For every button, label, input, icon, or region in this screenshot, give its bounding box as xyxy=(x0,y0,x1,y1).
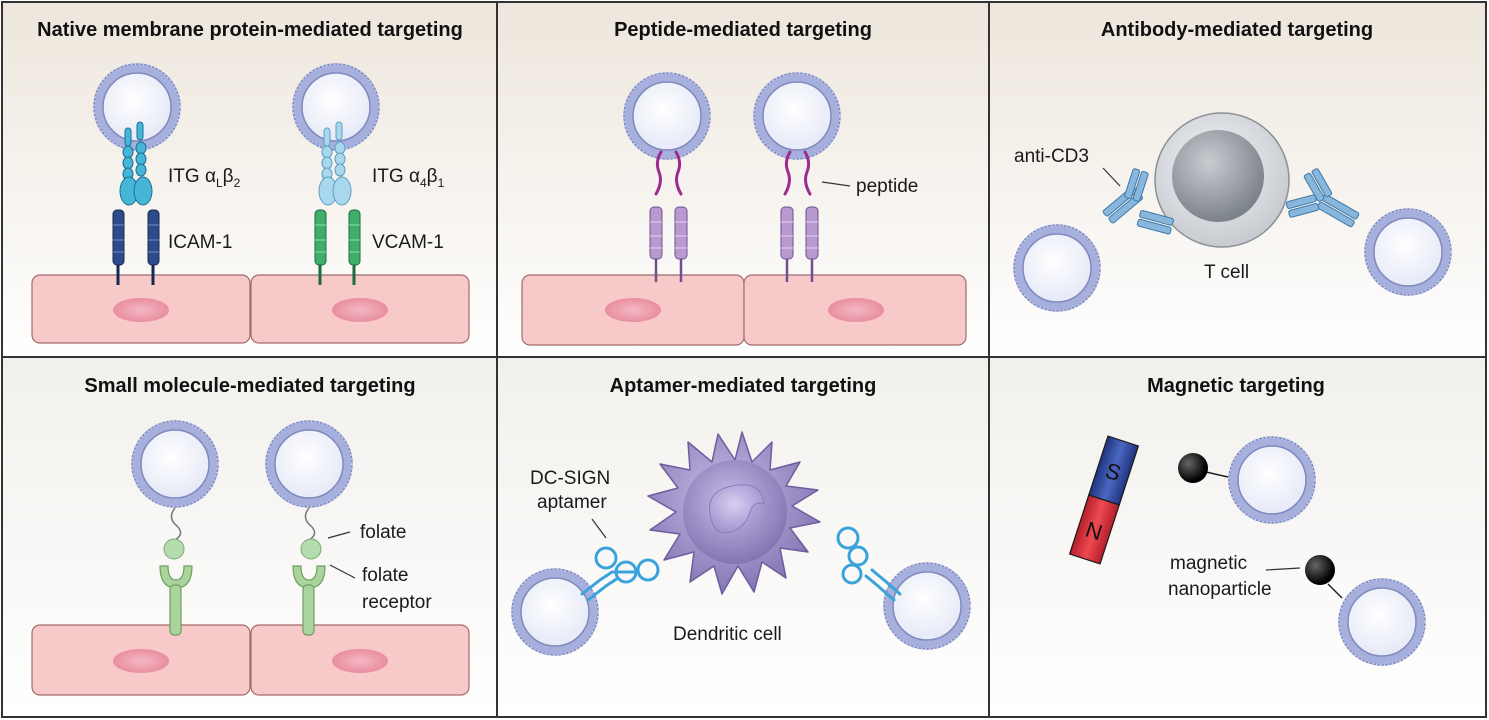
label-vcam: VCAM-1 xyxy=(372,232,444,253)
label-t-cell: T cell xyxy=(1204,262,1249,283)
vesicle xyxy=(511,568,599,656)
label-peptide: peptide xyxy=(856,176,918,197)
linker xyxy=(304,507,316,541)
aptamer-leader-line xyxy=(591,518,607,539)
nucleus xyxy=(113,649,169,673)
nucleus xyxy=(605,298,661,322)
bar-magnet: S N xyxy=(1068,435,1140,565)
panel-title: Peptide-mediated targeting xyxy=(614,19,872,41)
panel-antibody: Antibody-mediated targeting xyxy=(1013,19,1452,312)
panel-title: Native membrane protein-mediated targeti… xyxy=(37,19,463,41)
anti-cd3-leader-line xyxy=(1102,167,1121,187)
label-aptamer: aptamer xyxy=(537,492,607,513)
panel-native-membrane: Native membrane protein-mediated targeti… xyxy=(31,19,470,344)
label-itg-a4-b1: ITG α4β1 xyxy=(372,166,445,190)
dendritic-nucleus xyxy=(709,484,765,534)
vesicle xyxy=(1364,208,1452,296)
vesicle xyxy=(265,420,353,508)
dendritic-cell xyxy=(647,431,821,595)
magnetic-leader-line xyxy=(1265,567,1301,571)
panel-small-molecule: Small molecule-mediated targeting folate… xyxy=(31,375,470,696)
nucleus xyxy=(332,649,388,673)
vesicle xyxy=(753,72,841,160)
panel-title: Small molecule-mediated targeting xyxy=(84,375,415,397)
label-folate: folate xyxy=(360,522,406,543)
panel-title: Aptamer-mediated targeting xyxy=(610,375,877,397)
antibody-right xyxy=(1285,168,1360,228)
label-icam: ICAM-1 xyxy=(168,232,232,253)
integrin-alpha4-beta1 xyxy=(318,121,352,206)
panel-title: Antibody-mediated targeting xyxy=(1101,19,1373,41)
panel-title: Magnetic targeting xyxy=(1147,375,1325,397)
magnetic-nanoparticle xyxy=(1305,555,1335,585)
label-folate-receptor-1: folate xyxy=(362,565,408,586)
label-nanoparticle: nanoparticle xyxy=(1168,579,1272,600)
nanoparticle-linker xyxy=(1205,471,1229,478)
nucleus xyxy=(113,298,169,322)
aptamer-left xyxy=(580,546,660,602)
vesicle xyxy=(1228,436,1316,524)
folate-leader-line xyxy=(327,531,351,539)
label-itg-al-b2: ITG αLβ2 xyxy=(168,166,241,190)
folate-molecule xyxy=(300,538,322,560)
magnetic-nanoparticle xyxy=(1178,453,1208,483)
folate-receptor xyxy=(159,565,326,636)
receptor-leader-line xyxy=(329,564,356,579)
magnet-n-label: N xyxy=(1083,517,1106,546)
vcam-1 xyxy=(314,209,361,285)
linker xyxy=(170,507,182,541)
nanoparticle-linker xyxy=(1327,583,1343,599)
vesicle xyxy=(623,72,711,160)
label-dendritic-cell: Dendritic cell xyxy=(673,624,782,645)
peptide-leader-line xyxy=(821,181,851,187)
vesicle xyxy=(883,562,971,650)
label-dc-sign: DC-SIGN xyxy=(530,468,610,489)
panel-aptamer: Aptamer-mediated targeting DC-SIGN apta xyxy=(511,375,971,656)
integrin-alphaL-beta2 xyxy=(119,121,153,206)
nucleus xyxy=(332,298,388,322)
icam-1 xyxy=(112,209,160,285)
label-magnetic: magnetic xyxy=(1170,553,1247,574)
label-folate-receptor-2: receptor xyxy=(362,592,432,613)
panel-peptide: Peptide-mediated targeting xyxy=(521,19,967,346)
vesicle xyxy=(1338,578,1426,666)
panel-magnetic: Magnetic targeting S N magnetic nanopart… xyxy=(1068,375,1426,666)
antibody-left xyxy=(1102,168,1174,235)
vesicle xyxy=(131,420,219,508)
t-cell-nucleus xyxy=(1172,130,1264,222)
peptide-chains xyxy=(654,150,812,196)
nucleus xyxy=(828,298,884,322)
aptamer-right xyxy=(836,526,902,602)
vesicle xyxy=(1013,224,1101,312)
folate-molecule xyxy=(163,538,185,560)
peptide-receptors xyxy=(649,206,819,282)
label-anti-cd3: anti-CD3 xyxy=(1014,146,1089,167)
